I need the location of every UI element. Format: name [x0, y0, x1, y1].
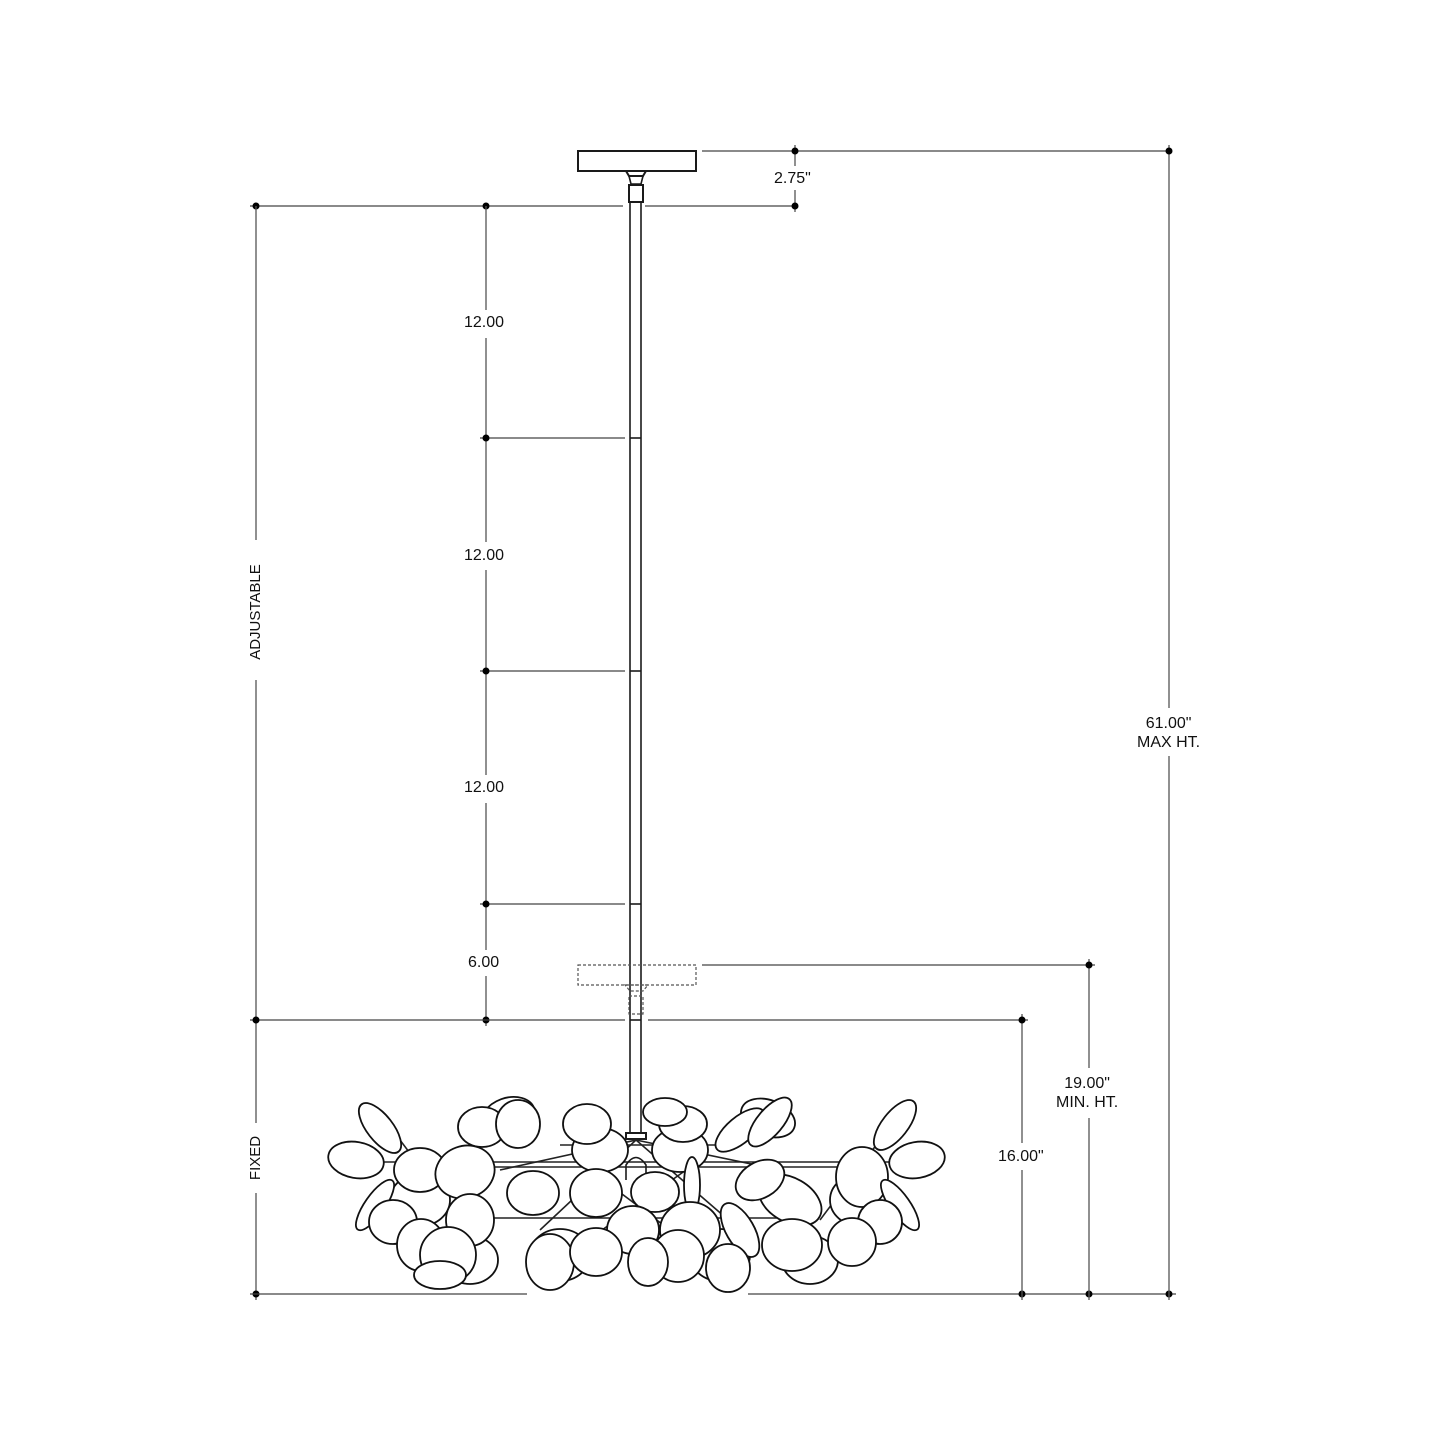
downrod [629, 202, 642, 1133]
fixture-height-label: 16.00" [998, 1148, 1044, 1166]
rod-segment-4-label: 6.00 [468, 954, 500, 972]
rod-segment-1-label: 12.00 [464, 314, 505, 332]
max-height-value: 61.00" [1145, 715, 1192, 732]
min-height-value: 19.00" [1064, 1075, 1110, 1092]
dim-top-reference [250, 202, 623, 210]
dim-min-height [702, 959, 1095, 1300]
canopy-height-label: 2.75" [774, 170, 811, 188]
dim-fixture-height [1018, 1014, 1026, 1300]
canopy-min-position [577, 964, 697, 1015]
adjustable-section-label: ADJUSTABLE [247, 552, 264, 672]
canopy [577, 150, 697, 203]
max-height-caption: MAX HT. [1137, 734, 1201, 751]
min-height-label: 19.00" MIN. HT. [1056, 1074, 1119, 1112]
rod-segment-2-label: 12.00 [464, 547, 505, 565]
chandelier-body [327, 1096, 946, 1293]
dim-max-height [1165, 145, 1173, 1300]
dim-rod-segments [480, 206, 625, 1026]
max-height-label: 61.00" MAX HT. [1137, 714, 1201, 752]
rod-segment-3-label: 12.00 [464, 779, 505, 797]
dim-baseline [250, 1290, 1176, 1298]
min-height-caption: MIN. HT. [1056, 1094, 1119, 1111]
dim-left-sections [250, 206, 1028, 1300]
dim-canopy [645, 145, 1170, 212]
fixed-section-label: FIXED [247, 1123, 264, 1193]
